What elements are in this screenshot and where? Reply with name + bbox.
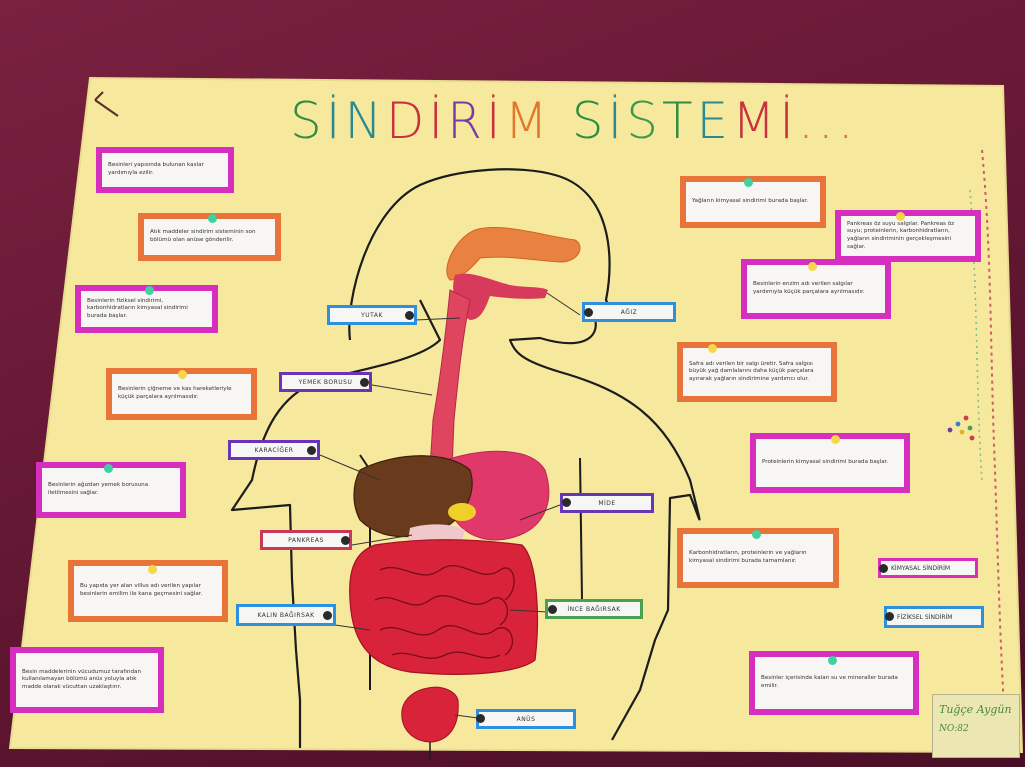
gallbladder bbox=[448, 503, 476, 521]
pin-icon bbox=[744, 178, 753, 187]
title-letter: E bbox=[697, 92, 733, 150]
pin-icon bbox=[145, 286, 154, 295]
label-mide: MİDE bbox=[560, 493, 654, 513]
info-card-right-1: Yağların kimyasal sindirimi burada başla… bbox=[680, 176, 826, 228]
title-letter bbox=[552, 92, 572, 150]
pin-icon bbox=[752, 530, 761, 539]
info-card-text: Bu yapıda yer alan villus adı verilen ya… bbox=[74, 566, 222, 616]
info-card-right-5: Proteinlerin kimyasal sindirimi burada b… bbox=[750, 433, 910, 493]
signature-number: NO:82 bbox=[939, 724, 1013, 734]
title-letter: İ bbox=[607, 92, 626, 150]
pin-icon bbox=[405, 311, 414, 320]
title-letter: S bbox=[626, 92, 662, 150]
info-card-right-4: Safra adı verilen bir salgı üretir. Safr… bbox=[677, 342, 837, 402]
pin-icon bbox=[323, 611, 332, 620]
pin-icon bbox=[476, 714, 485, 723]
label-agiz: AĞIZ bbox=[582, 302, 676, 322]
pin-icon bbox=[879, 564, 888, 573]
info-card-text: Besinler içerisinde kalan su ve minerall… bbox=[755, 657, 913, 709]
title-letter: S bbox=[290, 92, 326, 150]
info-card-text: Proteinlerin kimyasal sindirimi burada b… bbox=[756, 439, 904, 487]
title-letter: İ bbox=[486, 92, 505, 150]
pin-icon bbox=[708, 344, 717, 353]
info-card-left-7: Besin maddelerinin vücudumuz tarafından … bbox=[10, 647, 164, 713]
pin-icon bbox=[831, 435, 840, 444]
pin-icon bbox=[562, 498, 571, 507]
title-letter: İ bbox=[326, 92, 345, 150]
pin-icon bbox=[178, 370, 187, 379]
info-card-text: Pankreas öz suyu salgılar. Pankreas öz s… bbox=[841, 216, 975, 256]
info-card-text: Besinlerin fiziksel sindirimi, karbonhid… bbox=[81, 291, 212, 327]
title-letter: M bbox=[505, 92, 552, 150]
pin-icon bbox=[307, 446, 316, 455]
label-pankreas: PANKREAS bbox=[260, 530, 352, 550]
title-letter: D bbox=[386, 92, 429, 150]
pin-icon bbox=[548, 605, 557, 614]
pin-icon bbox=[828, 656, 837, 665]
pin-icon bbox=[341, 536, 350, 545]
label-yemek-borusu: YEMEK BORUSU bbox=[279, 372, 372, 392]
poster-title: SİNDİRİM SİSTEMİ... bbox=[290, 92, 858, 150]
info-card-text: Yağların kimyasal sindirimi burada başla… bbox=[686, 182, 820, 222]
pin-icon bbox=[808, 262, 817, 271]
large-intestine bbox=[350, 540, 538, 675]
title-letter: S bbox=[572, 92, 608, 150]
rectum bbox=[402, 687, 458, 742]
info-card-text: Besin maddelerinin vücudumuz tarafından … bbox=[16, 653, 158, 707]
title-letter: T bbox=[662, 92, 697, 150]
info-card-text: Besinlerin çiğneme ve kas hareketleriyle… bbox=[112, 374, 251, 414]
label-kalin-bagirsak: KALIN BAĞIRSAK bbox=[236, 604, 336, 626]
title-letter: İ bbox=[779, 92, 798, 150]
signature-name: Tuğçe Aygün bbox=[939, 703, 1013, 716]
legend-fiziksel-sindirim: FİZİKSEL SİNDİRİM bbox=[884, 606, 984, 628]
pin-icon bbox=[208, 214, 217, 223]
pin-icon bbox=[360, 378, 369, 387]
author-signature: Tuğçe Aygün NO:82 bbox=[932, 694, 1020, 758]
label-anus: ANÜS bbox=[476, 709, 576, 729]
title-letter: R bbox=[447, 92, 486, 150]
info-card-text: Besinleri yapısında bulunan kaslar yardı… bbox=[102, 153, 228, 187]
title-letter: N bbox=[345, 92, 386, 150]
info-card-right-2: Pankreas öz suyu salgılar. Pankreas öz s… bbox=[835, 210, 981, 262]
pin-icon bbox=[896, 212, 905, 221]
info-card-text: Atık maddeler sindirim sisteminin son bö… bbox=[144, 219, 275, 255]
pin-icon bbox=[104, 464, 113, 473]
info-card-text: Karbonhidratların, proteinlerin ve yağla… bbox=[683, 534, 833, 582]
label-yutak: YUTAK bbox=[327, 305, 417, 325]
info-card-text: Besinlerin enzim adı verilen salgılar ya… bbox=[747, 265, 885, 313]
legend-kimyasal-sindirim: KİMYASAL SİNDİRİM bbox=[878, 558, 978, 578]
pin-icon bbox=[584, 308, 593, 317]
label-ince-bagirsak: İNCE BAĞIRSAK bbox=[545, 599, 643, 619]
info-card-left-1: Besinleri yapısında bulunan kaslar yardı… bbox=[96, 147, 234, 193]
title-letter: İ bbox=[428, 92, 447, 150]
title-letter: ... bbox=[798, 92, 858, 150]
info-card-text: Safra adı verilen bir salgı üretir. Safr… bbox=[683, 348, 831, 396]
pin-icon bbox=[148, 565, 157, 574]
pin-icon bbox=[885, 612, 894, 621]
info-card-text: Besinlerin ağızdan yemek borusuna iletil… bbox=[42, 468, 180, 512]
title-letter: M bbox=[732, 92, 779, 150]
